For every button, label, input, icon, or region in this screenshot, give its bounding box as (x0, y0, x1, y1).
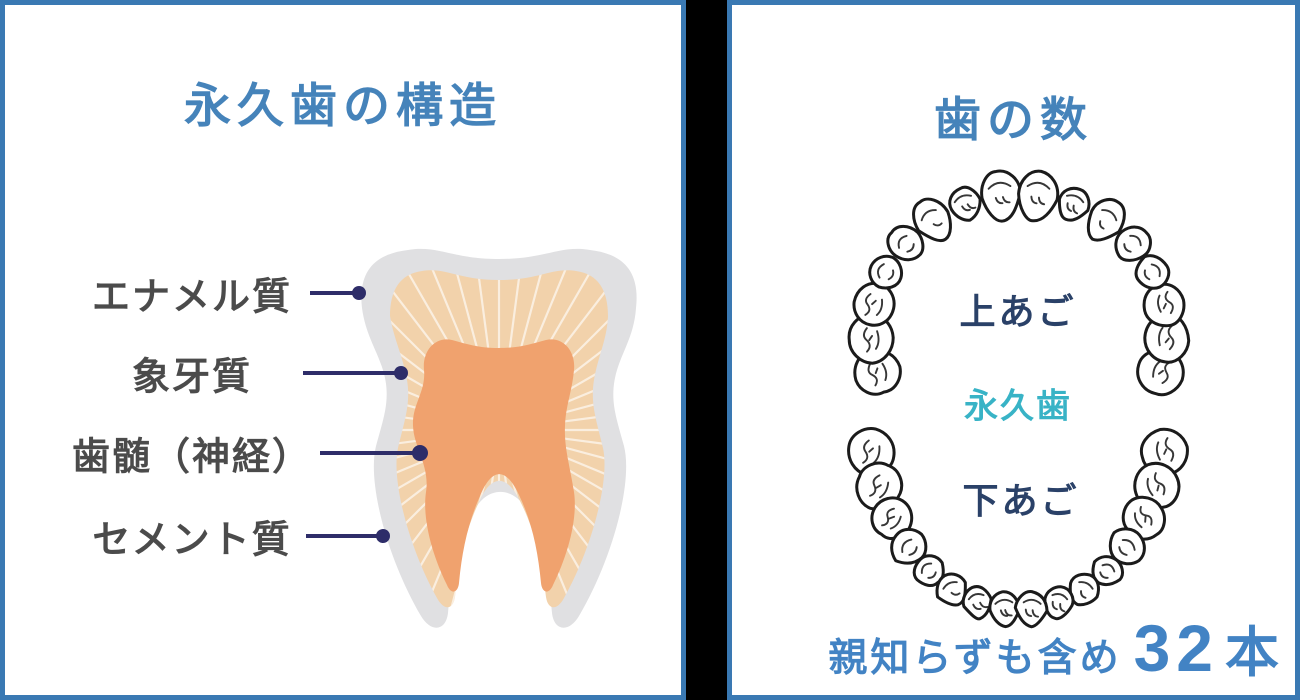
label-enamel: エナメル質 (91, 276, 293, 319)
tooth-shape (948, 185, 982, 222)
tooth-count-title: 歯の数 (934, 95, 1093, 147)
tooth-shape (1043, 585, 1075, 621)
count-number: 32 (1133, 611, 1219, 685)
pulp-layer (412, 339, 575, 592)
count-unit: 本 (1225, 623, 1279, 683)
tooth-shape (980, 169, 1022, 223)
lower-teeth-arch (847, 427, 1189, 629)
upper-jaw-label: 上あご (959, 291, 1077, 332)
tooth-shape (1017, 169, 1060, 223)
permanent-teeth-label: 永久歯 (964, 387, 1072, 426)
leader-dot-dentin (394, 366, 408, 380)
tooth-shape (1108, 527, 1146, 566)
tooth-structure-panel: 永久歯の構造 エナメル質 象牙質 歯髄（神経） セメント質 (0, 0, 686, 700)
tooth-shape (1057, 186, 1091, 222)
tooth-shape (1121, 495, 1166, 541)
tooth-shape (1013, 590, 1049, 629)
tooth-count-panel: 歯の数 上あご 永久歯 下あご 親知らずも含め 32 本 (727, 0, 1300, 700)
tooth-shape (868, 254, 904, 290)
label-dentin: 象牙質 (131, 356, 253, 399)
upper-teeth-arch (847, 169, 1191, 397)
count-prefix: 親知らずも含め (828, 637, 1122, 680)
leader-dot-cementum (376, 529, 390, 543)
label-pulp: 歯髄（神経） (71, 436, 313, 479)
tooth-shape (1114, 225, 1152, 262)
tooth-cross-section-illustration (303, 248, 637, 628)
label-cementum: セメント質 (92, 519, 292, 562)
tooth-shape (912, 197, 952, 243)
tooth-count-line: 親知らずも含め 32 本 (828, 608, 1279, 687)
tooth-structure-title: 永久歯の構造 (184, 81, 502, 133)
lower-jaw-label: 下あご (962, 480, 1080, 521)
leader-dot-enamel (352, 286, 366, 300)
leader-lines (303, 286, 428, 543)
tooth-shape (912, 554, 945, 588)
tooth-shape (890, 527, 928, 565)
tooth-shape (1134, 254, 1171, 290)
tooth-shape (935, 572, 967, 607)
tooth-shape (886, 224, 925, 262)
tooth-shape (1086, 198, 1126, 242)
tooth-shape (1143, 312, 1191, 364)
tooth-shape (1142, 282, 1186, 328)
dental-arch-illustration (847, 169, 1191, 629)
leader-dot-pulp (412, 445, 428, 461)
tooth-shape (847, 313, 895, 365)
